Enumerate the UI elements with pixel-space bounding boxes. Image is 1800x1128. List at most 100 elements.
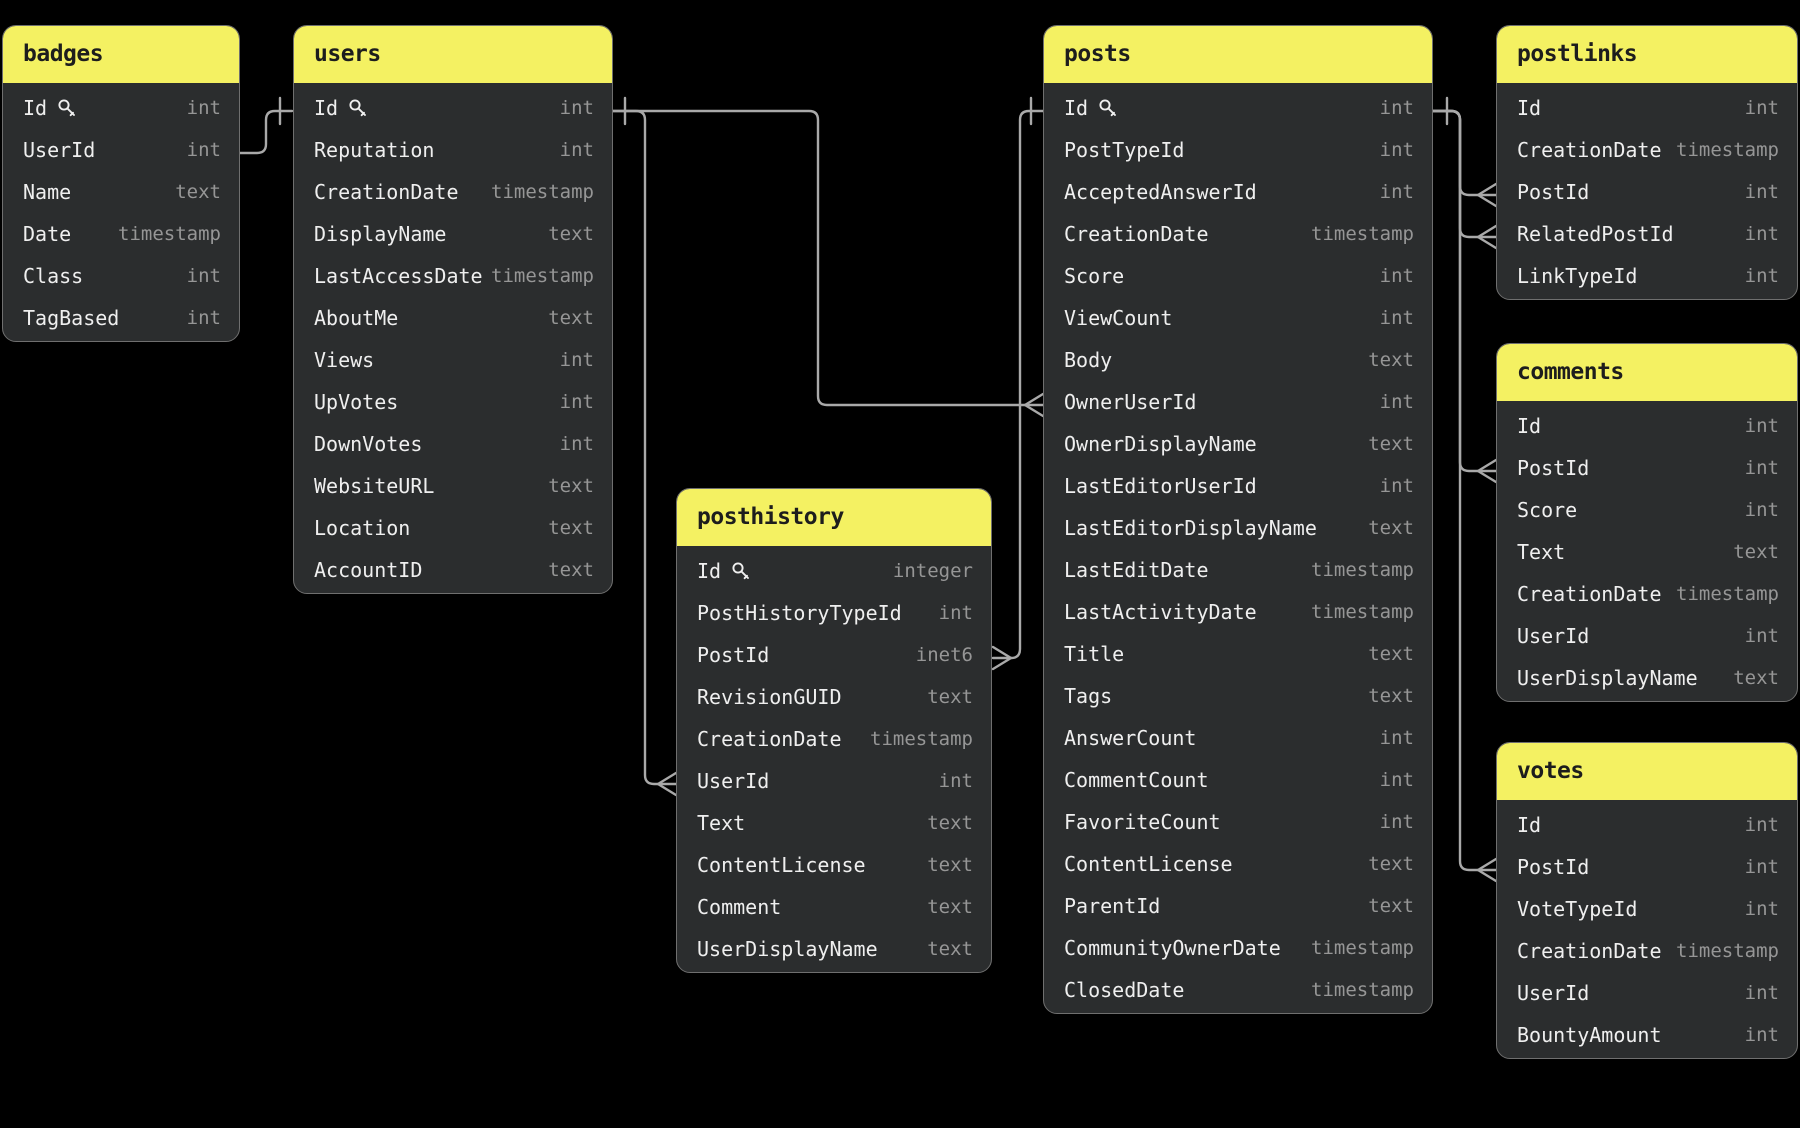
relationship-posts-OwnerUserId--users-Id-many-crowfoot[interactable] [1023, 392, 1045, 418]
relationship-badges-UserId--users-Id[interactable] [238, 109, 294, 155]
table-header-posts[interactable]: posts [1044, 26, 1432, 83]
table-header-users[interactable]: users [294, 26, 612, 83]
relationship-votes-PostId--posts-Id-many-crowfoot[interactable] [1476, 857, 1498, 883]
relationship-postlinks-RelatedPostId--posts-Id-many-crowfoot[interactable] [1476, 224, 1498, 250]
relationship-posthistory-PostId--posts-Id-many-crowfoot[interactable] [991, 645, 1013, 671]
field-name-label: BountyAmount [1517, 1023, 1662, 1047]
relationship-posthistory-PostId--posts-Id[interactable] [991, 109, 1045, 660]
table-header-comments[interactable]: comments [1497, 344, 1797, 401]
field-name: Id [1064, 87, 1119, 129]
table-header-badges[interactable]: badges [3, 26, 239, 83]
relationship-postlinks-PostId--posts-Id[interactable] [1431, 109, 1498, 197]
relationship-posthistory-UserId--users-Id-many-crowfoot[interactable] [656, 771, 678, 797]
relationship-comments-PostId--posts-Id[interactable] [1431, 109, 1498, 473]
relationship-votes-PostId--posts-Id[interactable] [1431, 109, 1498, 872]
table-header-posthistory[interactable]: posthistory [677, 489, 991, 546]
relationship-comments-PostId--posts-Id-many-crowfoot[interactable] [1476, 458, 1498, 484]
relationship-posthistory-UserId--users-Id[interactable] [611, 109, 678, 786]
table-header-votes[interactable]: votes [1497, 743, 1797, 800]
relationship-postlinks-RelatedPostId--posts-Id[interactable] [1431, 109, 1498, 239]
relationship-posts-OwnerUserId--users-Id[interactable] [611, 109, 1045, 407]
table-header-postlinks[interactable]: postlinks [1497, 26, 1797, 83]
relationship-postlinks-PostId--posts-Id-many-crowfoot[interactable] [1476, 182, 1498, 208]
